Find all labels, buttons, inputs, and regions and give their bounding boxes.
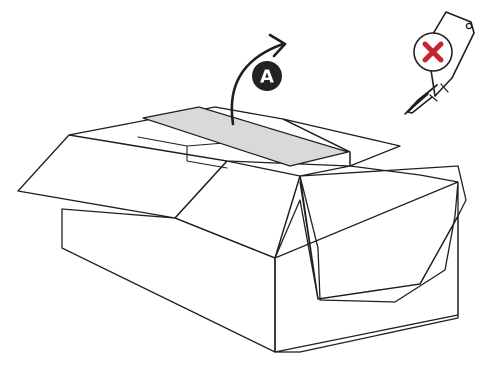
utility-knife-icon [404,11,475,115]
step-label: A [260,67,274,88]
x-stroke [422,41,444,63]
box-illustration [17,106,467,353]
box-front-side [61,208,276,353]
badge-circle [252,61,282,91]
box-corner-edge [299,181,319,300]
knife-hole [465,22,473,30]
box-inner-fold-line [137,136,228,169]
tape-strip [142,106,349,167]
box-right-side [274,165,459,353]
box-right-flap [299,165,467,300]
box-left-flap [17,134,228,219]
step-badge: A [252,61,282,91]
x-mark-icon [413,32,453,72]
box-right-body [274,199,459,353]
curved-arrow-icon [230,33,287,126]
